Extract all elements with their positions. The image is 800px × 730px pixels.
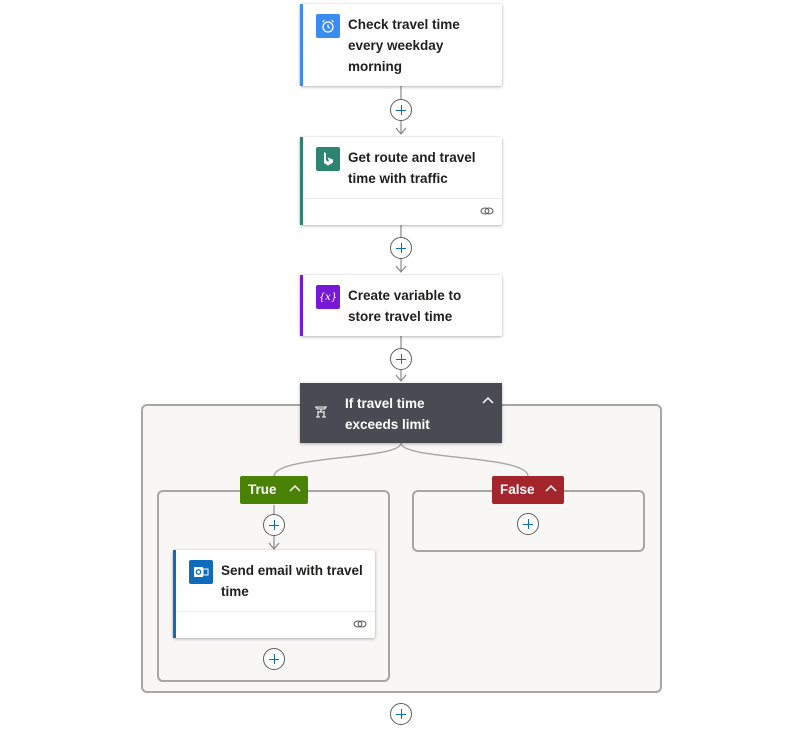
trigger-card[interactable]: Check travel time every weekday morning bbox=[300, 4, 502, 86]
outlook-icon bbox=[189, 560, 213, 584]
connection-link-icon[interactable] bbox=[480, 205, 494, 217]
trigger-title: Check travel time every weekday morning bbox=[348, 17, 460, 74]
card-footer bbox=[176, 611, 375, 638]
add-step-button[interactable] bbox=[263, 514, 285, 536]
bing-icon bbox=[316, 147, 340, 171]
true-branch-header[interactable]: True bbox=[240, 476, 308, 504]
collapse-chevron-up-icon[interactable] bbox=[288, 482, 302, 496]
collapse-chevron-up-icon[interactable] bbox=[481, 394, 495, 408]
card-accent-stripe bbox=[300, 4, 303, 86]
add-step-button[interactable] bbox=[390, 237, 412, 259]
bing-route-card[interactable]: Get route and travel time with traffic bbox=[300, 137, 502, 225]
add-step-button[interactable] bbox=[517, 513, 539, 535]
add-step-button[interactable] bbox=[263, 648, 285, 670]
alarm-clock-icon bbox=[316, 14, 340, 38]
add-step-button[interactable] bbox=[390, 703, 412, 725]
send-email-card[interactable]: Send email with travel time bbox=[173, 550, 375, 638]
variable-card[interactable]: {x} Create variable to store travel time bbox=[300, 275, 502, 336]
send-email-title: Send email with travel time bbox=[221, 563, 363, 599]
add-step-button[interactable] bbox=[390, 99, 412, 121]
condition-card[interactable]: If travel time exceeds limit bbox=[300, 383, 502, 443]
collapse-chevron-up-icon[interactable] bbox=[544, 482, 558, 496]
variable-icon: {x} bbox=[316, 285, 340, 309]
card-accent-stripe bbox=[300, 137, 303, 225]
variable-title: Create variable to store travel time bbox=[348, 288, 462, 324]
card-footer bbox=[303, 198, 502, 225]
condition-title: If travel time exceeds limit bbox=[345, 396, 430, 432]
bing-title: Get route and travel time with traffic bbox=[348, 150, 476, 186]
false-branch-label: False bbox=[500, 482, 535, 497]
false-branch-header[interactable]: False bbox=[492, 476, 564, 504]
connection-link-icon[interactable] bbox=[353, 618, 367, 630]
true-branch-label: True bbox=[248, 482, 277, 497]
add-step-button[interactable] bbox=[390, 348, 412, 370]
card-accent-stripe bbox=[173, 550, 176, 638]
condition-icon bbox=[314, 405, 328, 419]
card-accent-stripe bbox=[300, 275, 303, 336]
